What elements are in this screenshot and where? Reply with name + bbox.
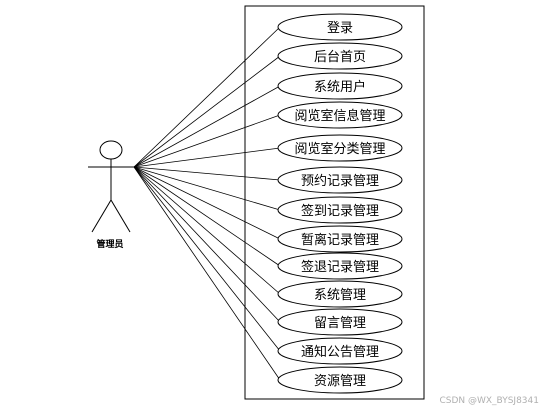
use-case-label: 预约记录管理	[301, 174, 379, 189]
use-case-label: 系统管理	[314, 288, 366, 303]
association-line	[133, 166, 281, 181]
system-boundary	[244, 5, 425, 400]
actor-right-leg	[110, 199, 131, 233]
use-case-label: 资源管理	[314, 374, 366, 389]
use-case: 系统用户	[277, 72, 403, 100]
actor-label: 管理员	[96, 238, 123, 250]
use-case-ellipse	[277, 225, 403, 253]
use-case-label: 阅览室分类管理	[294, 141, 385, 157]
association-line	[133, 166, 281, 323]
association-line	[133, 114, 281, 168]
association-lines	[133, 26, 281, 381]
use-case: 签到记录管理	[277, 196, 403, 224]
use-cases: 登录后台首页系统用户阅览室信息管理阅览室分类管理预约记录管理签到记录管理暂离记录…	[277, 13, 403, 394]
actor-left-leg	[91, 199, 112, 233]
use-case-ellipse	[277, 101, 403, 129]
association-line	[133, 85, 281, 168]
use-case: 系统管理	[277, 280, 403, 308]
use-case-label: 签退记录管理	[301, 259, 379, 275]
association-line	[133, 166, 281, 352]
use-case: 登录	[277, 13, 403, 41]
use-case-label: 通知公告管理	[301, 344, 379, 360]
use-case-ellipse	[277, 42, 403, 70]
use-case-label: 后台首页	[314, 50, 366, 65]
association-line	[133, 166, 281, 381]
use-case: 后台首页	[277, 42, 403, 70]
association-line	[133, 166, 281, 295]
use-case-label: 登录	[327, 21, 353, 36]
association-line	[133, 55, 281, 168]
actor-head	[99, 140, 123, 160]
association-line	[133, 166, 281, 211]
association-line	[133, 166, 281, 240]
use-case-label: 暂离记录管理	[301, 232, 379, 248]
use-case: 签退记录管理	[277, 252, 403, 280]
use-case-label: 阅览室信息管理	[294, 108, 385, 124]
use-case-label: 系统用户	[314, 79, 366, 95]
use-case: 预约记录管理	[277, 166, 403, 194]
use-case-ellipse	[277, 134, 403, 162]
use-case-ellipse	[277, 13, 403, 41]
association-line	[133, 166, 281, 267]
association-line	[133, 147, 281, 168]
actor: 管理员	[88, 140, 134, 250]
use-case: 阅览室分类管理	[277, 134, 403, 162]
use-case-ellipse	[277, 252, 403, 280]
use-case-ellipse	[277, 280, 403, 308]
use-case: 资源管理	[277, 366, 403, 394]
use-case-ellipse	[277, 337, 403, 365]
use-case-ellipse	[277, 308, 403, 336]
use-case-ellipse	[277, 166, 403, 194]
use-case-label: 留言管理	[314, 316, 366, 331]
use-case-ellipse	[277, 196, 403, 224]
use-case: 阅览室信息管理	[277, 101, 403, 129]
use-case: 留言管理	[277, 308, 403, 336]
use-case: 通知公告管理	[277, 337, 403, 365]
use-case-label: 签到记录管理	[301, 203, 379, 219]
association-line	[133, 26, 281, 168]
use-case-ellipse	[277, 366, 403, 394]
use-case-ellipse	[277, 72, 403, 100]
watermark: CSDN @WX_BYSJ8341	[439, 396, 539, 406]
use-case: 暂离记录管理	[277, 225, 403, 253]
stick-figure-icon	[88, 140, 134, 233]
